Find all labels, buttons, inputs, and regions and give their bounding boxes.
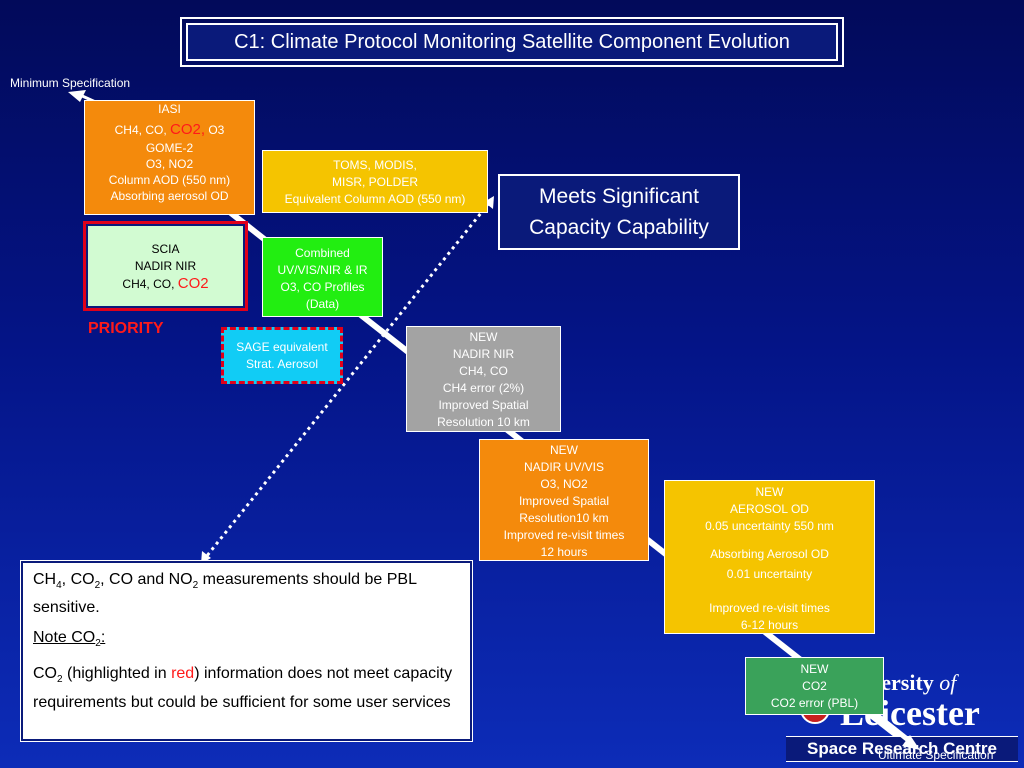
- capacity-threshold-line: [204, 202, 491, 558]
- new-nadir-nir-box: NEW NADIR NIR CH4, CO CH4 error (2%) Imp…: [406, 326, 561, 432]
- toms-modis-box: TOMS, MODIS, MISR, POLDER Equivalent Col…: [262, 150, 488, 213]
- note-paragraph-2: CO2 (highlighted in red) information doe…: [33, 665, 453, 711]
- toms-line2: MISR, POLDER: [331, 175, 418, 189]
- scia-label: SCIA: [151, 242, 180, 256]
- ultimate-spec-arrowhead: [902, 735, 920, 750]
- toms-line3: Equivalent Column AOD (550 nm): [284, 192, 466, 206]
- iasi-gome2-box: IASI CH4, CO, CO2, O3 GOME-2 O3, NO2 Col…: [84, 100, 255, 215]
- scia-box: SCIA NADIR NIR CH4, CO, CO2: [88, 226, 243, 306]
- capacity-arrow-up: [484, 196, 494, 209]
- gome2-label: GOME-2: [145, 141, 194, 155]
- note-paragraph-1: CH4, CO2, CO and NO2 measurements should…: [33, 571, 417, 617]
- iasi-label: IASI: [158, 102, 181, 116]
- column-aod-label: Column AOD (550 nm): [108, 173, 231, 187]
- logo-space-research-centre: Space Research Centre: [786, 736, 1018, 762]
- absorbing-aerosol-label: Absorbing aerosol OD: [110, 189, 229, 203]
- priority-label: PRIORITY: [88, 320, 164, 337]
- toms-line1: TOMS, MODIS,: [333, 158, 417, 172]
- title-frame: [180, 17, 844, 67]
- ultimate-specification-label: Ultimate Specification: [878, 748, 994, 762]
- scia-species: CH4, CO, CO2: [122, 275, 209, 292]
- new-nadir-uvvis-box: NEW NADIR UV/VIS O3, NO2 Improved Spatia…: [479, 439, 649, 561]
- note-heading: Note CO2:: [33, 629, 106, 650]
- note-box: CH4, CO2, CO and NO2 measurements should…: [20, 560, 473, 742]
- meets-significant-capacity-box: Meets Significant Capacity Capability: [498, 174, 740, 250]
- capacity-arrow-down: [201, 551, 211, 564]
- page-title: C1: Climate Protocol Monitoring Satellit…: [186, 23, 838, 61]
- gome2-species: O3, NO2: [145, 157, 194, 171]
- new-aerosol-od-box: NEW AEROSOL OD 0.05 uncertainty 550 nm A…: [664, 480, 875, 634]
- new-co2-box: NEW CO2 CO2 error (PBL): [745, 657, 884, 715]
- combined-profiles-box: Combined UV/VIS/NIR & IR O3, CO Profiles…: [262, 237, 383, 317]
- min-spec-arrowhead: [68, 90, 86, 102]
- minimum-specification-label: Minimum Specification: [10, 76, 131, 90]
- sage-equivalent-box: SAGE equivalent Strat. Aerosol: [221, 327, 343, 384]
- scia-nadir: NADIR NIR: [134, 259, 197, 273]
- iasi-species: CH4, CO, CO2, O3: [114, 121, 225, 138]
